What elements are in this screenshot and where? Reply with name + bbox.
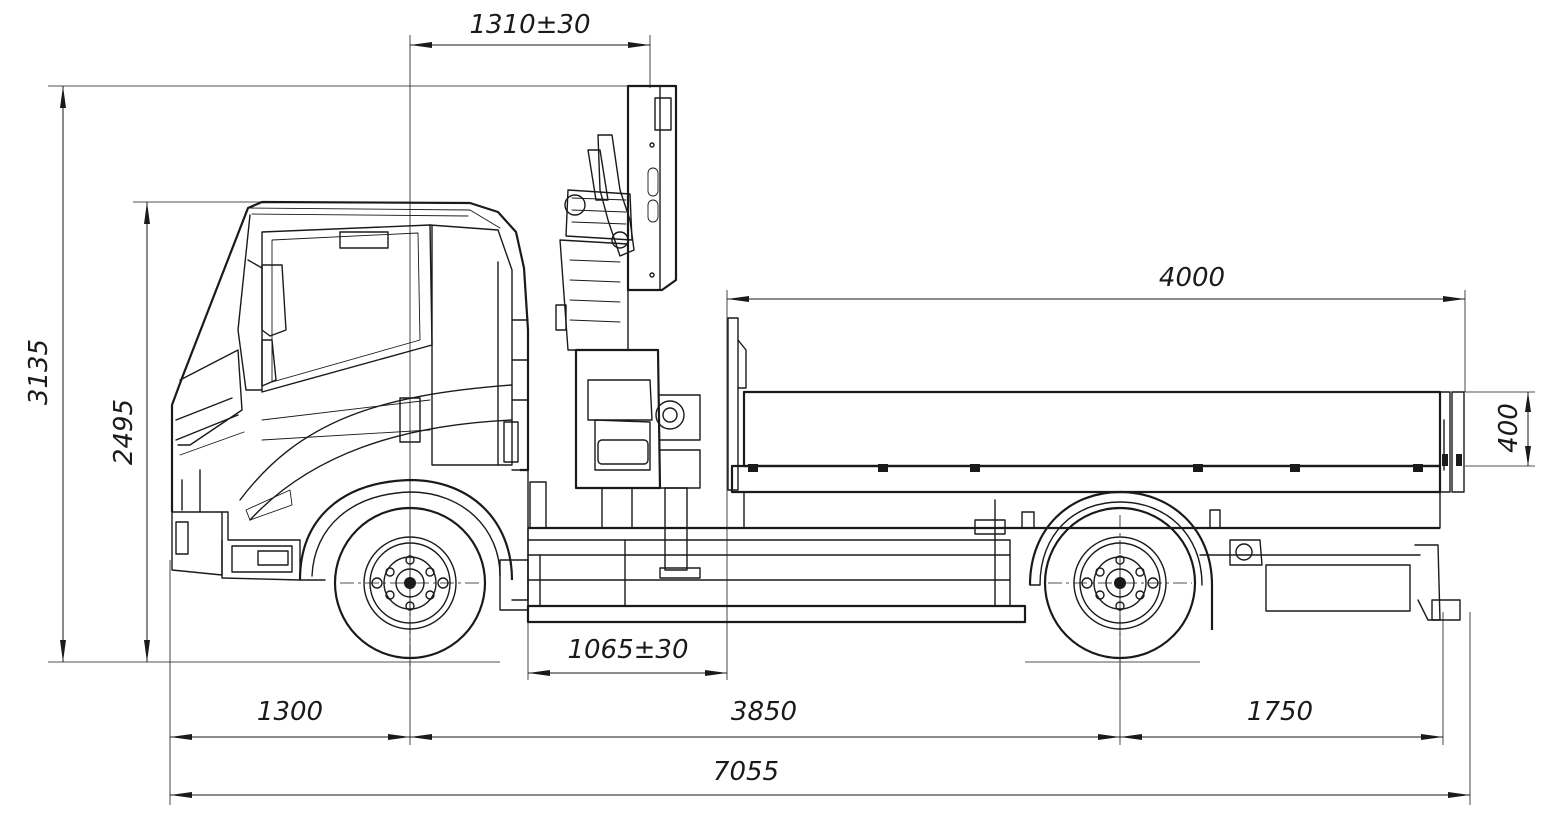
- front-wheel: [333, 506, 487, 660]
- truck-cab: [170, 200, 530, 601]
- rear-wheel: [1028, 490, 1214, 660]
- dim-total-length: 7055: [713, 757, 779, 787]
- dimension-labels: 1310±30 3135 2495 4000 400 1065±30 1300 …: [24, 10, 1524, 787]
- extension-lines: [48, 35, 1535, 805]
- dim-front-overhang: 1300: [257, 697, 323, 727]
- crane: [555, 84, 701, 579]
- dim-top-offset: 1310±30: [469, 10, 590, 40]
- dim-rear-offset: 1065±30: [567, 635, 688, 665]
- dim-total-height: 3135: [24, 339, 54, 405]
- dim-side-height: 400: [1494, 403, 1524, 453]
- dim-rear-overhang: 1750: [1247, 697, 1313, 727]
- dimension-lines: [60, 42, 1531, 798]
- dim-wheelbase: 3850: [731, 697, 797, 727]
- chassis-frame: [499, 481, 1461, 624]
- dim-cab-height: 2495: [109, 399, 139, 465]
- dim-platform-length: 4000: [1159, 263, 1225, 293]
- cargo-platform: [727, 317, 1465, 529]
